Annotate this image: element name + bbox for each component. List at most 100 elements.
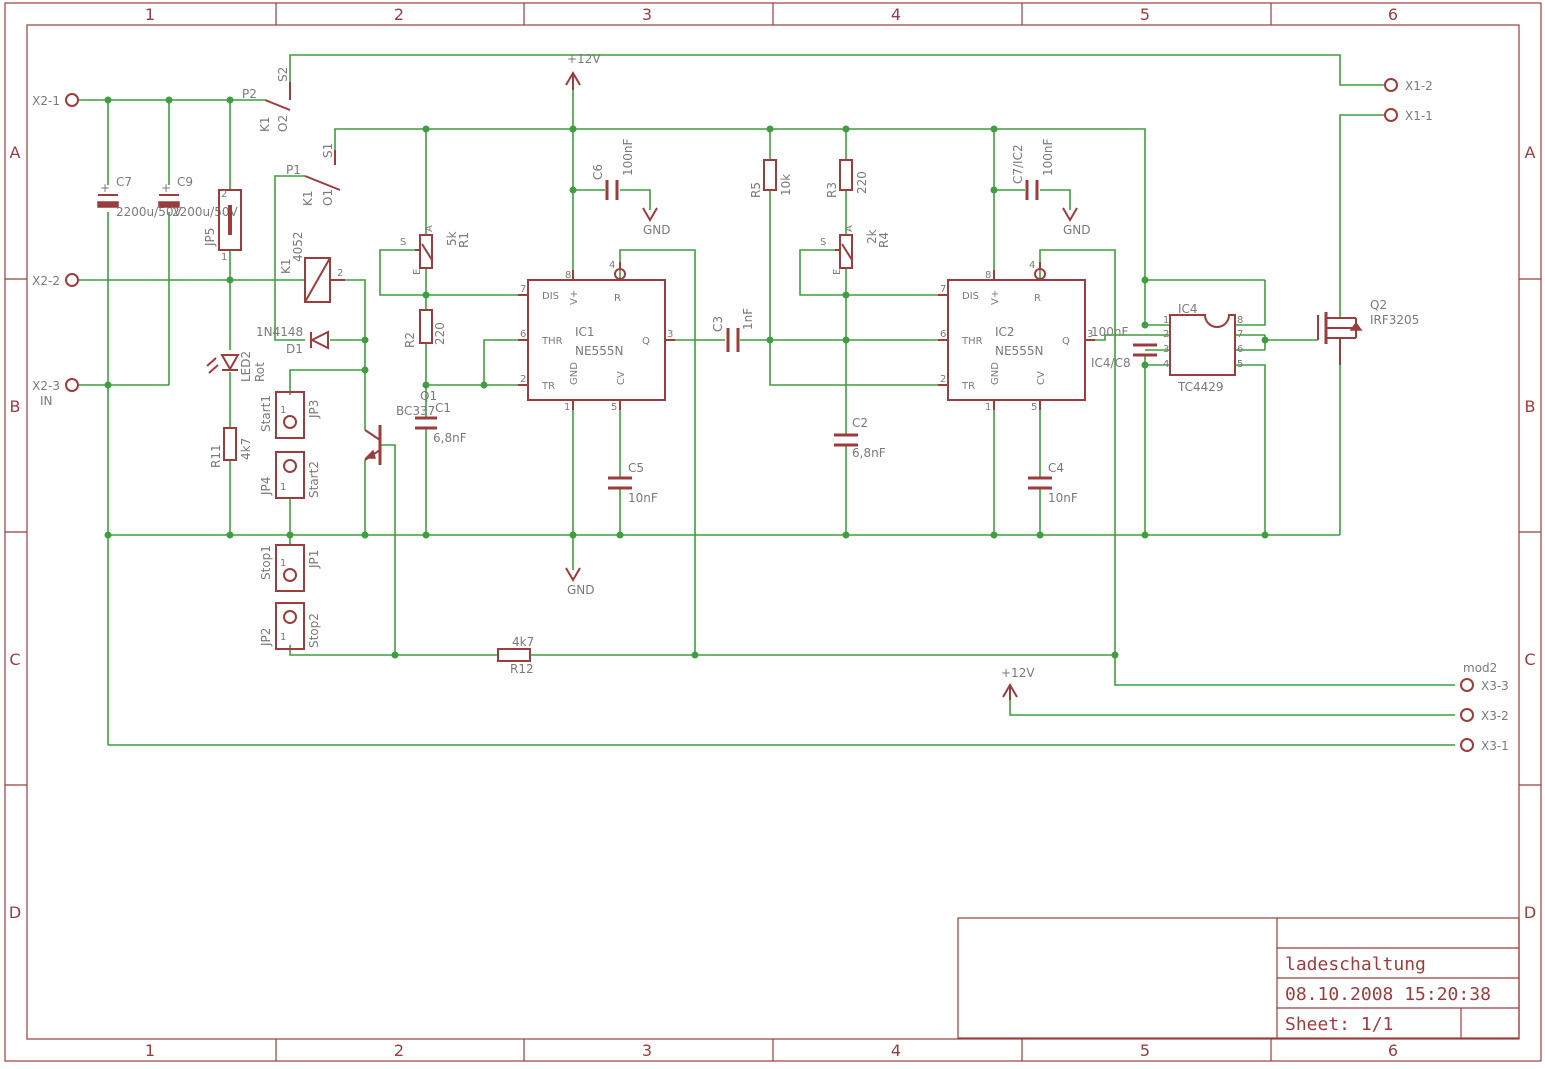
svg-text:+12V: +12V bbox=[567, 52, 601, 66]
svg-text:GND: GND bbox=[990, 362, 1001, 385]
capacitor-c5: C5 10nF bbox=[608, 461, 658, 505]
svg-text:1: 1 bbox=[280, 558, 286, 569]
svg-text:C7: C7 bbox=[116, 175, 132, 189]
capacitor-c7: + C7 2200u/50V bbox=[97, 175, 182, 219]
mod2-label: mod2 bbox=[1463, 661, 1497, 675]
svg-text:2: 2 bbox=[221, 189, 227, 200]
row-label-a: A bbox=[10, 143, 21, 162]
svg-text:X2-1: X2-1 bbox=[32, 94, 60, 108]
svg-text:NE555N: NE555N bbox=[995, 344, 1043, 358]
svg-text:6,8nF: 6,8nF bbox=[852, 446, 886, 460]
in-label: IN bbox=[40, 394, 53, 408]
connector-x3-2[interactable]: X3-2 bbox=[1460, 708, 1509, 723]
svg-text:100nF: 100nF bbox=[1041, 138, 1055, 176]
column-label-6: 6 bbox=[1388, 5, 1398, 24]
relay-coil-k1: K1 4052 2 bbox=[279, 231, 345, 303]
svg-text:S2: S2 bbox=[276, 67, 290, 82]
gnd-c6: GND bbox=[642, 207, 671, 237]
svg-text:8: 8 bbox=[1237, 315, 1243, 326]
svg-text:4k7: 4k7 bbox=[512, 635, 534, 649]
jumper-jp4[interactable]: 1 JP4 Start2 bbox=[259, 451, 321, 499]
relay-switch-s1: P1 S1 O1 K1 bbox=[286, 143, 341, 206]
svg-text:5k: 5k bbox=[445, 231, 459, 246]
column-label-4: 4 bbox=[891, 5, 901, 24]
svg-text:7: 7 bbox=[940, 284, 946, 295]
connector-x2-3[interactable]: X2-3 IN bbox=[32, 378, 79, 408]
svg-text:220: 220 bbox=[433, 322, 447, 345]
connector-x1-2[interactable]: X1-2 bbox=[1384, 78, 1433, 93]
svg-text:X2-2: X2-2 bbox=[32, 274, 60, 288]
svg-text:Start2: Start2 bbox=[307, 461, 321, 498]
svg-text:+: + bbox=[161, 181, 171, 195]
svg-text:E: E bbox=[412, 269, 423, 275]
svg-text:X1-2: X1-2 bbox=[1405, 79, 1433, 93]
title-block-sheet: Sheet: 1/1 bbox=[1285, 1014, 1393, 1035]
svg-text:+12V: +12V bbox=[1001, 666, 1035, 680]
svg-text:3: 3 bbox=[1087, 329, 1093, 340]
drawing-frame bbox=[4, 2, 1542, 1062]
svg-text:2: 2 bbox=[337, 268, 343, 279]
svg-text:7: 7 bbox=[520, 284, 526, 295]
svg-text:JP4: JP4 bbox=[259, 477, 273, 496]
column-label-5: 5 bbox=[1140, 5, 1150, 24]
svg-text:JP2: JP2 bbox=[259, 628, 273, 647]
column-label-5-bottom: 5 bbox=[1140, 1041, 1150, 1060]
connector-x2-1[interactable]: X2-1 bbox=[32, 93, 79, 108]
svg-text:CV: CV bbox=[1036, 371, 1047, 385]
svg-text:IRF3205: IRF3205 bbox=[1370, 313, 1419, 327]
jumper-jp1[interactable]: 1 Stop1 JP1 bbox=[259, 544, 321, 592]
row-label-a-right: A bbox=[1525, 143, 1536, 162]
svg-text:S: S bbox=[820, 237, 826, 248]
resistor-r5: R5 10k bbox=[749, 159, 793, 198]
svg-text:THR: THR bbox=[961, 336, 983, 347]
row-label-c-right: C bbox=[1524, 650, 1535, 669]
svg-text:1N4148: 1N4148 bbox=[256, 325, 303, 339]
connector-x3-1[interactable]: X3-1 bbox=[1460, 738, 1509, 753]
svg-text:P1: P1 bbox=[286, 163, 301, 177]
mosfet-q2: Q2 IRF3205 bbox=[1317, 298, 1419, 365]
jumper-jp3[interactable]: 1 Start1 JP3 bbox=[259, 391, 321, 439]
connector-x1-1[interactable]: X1-1 bbox=[1384, 108, 1433, 123]
svg-text:1: 1 bbox=[280, 405, 286, 416]
capacitor-c1: C1 6,8nF bbox=[415, 401, 467, 445]
connector-x2-2[interactable]: X2-2 bbox=[32, 273, 79, 288]
svg-text:5: 5 bbox=[1237, 359, 1243, 370]
svg-text:1: 1 bbox=[985, 402, 991, 413]
svg-text:1: 1 bbox=[564, 402, 570, 413]
jumper-jp5[interactable]: 2 1 JP5 bbox=[203, 189, 242, 263]
svg-text:A: A bbox=[424, 225, 435, 232]
svg-text:NE555N: NE555N bbox=[575, 344, 623, 358]
svg-text:5: 5 bbox=[1031, 402, 1037, 413]
svg-text:3: 3 bbox=[1163, 344, 1169, 355]
capacitor-c4: C4 10nF bbox=[1028, 461, 1078, 505]
timer-ic1: DIS V+ R THR TR GND CV Q IC1 NE555N 8 4 … bbox=[518, 260, 675, 413]
svg-text:Q: Q bbox=[642, 336, 650, 347]
svg-text:TC4429: TC4429 bbox=[1177, 380, 1224, 394]
resistor-r3: R3 220 bbox=[825, 159, 869, 198]
connector-x3-3[interactable]: X3-3 mod2 bbox=[1460, 661, 1509, 693]
jumper-jp2[interactable]: 1 JP2 Stop2 bbox=[259, 602, 321, 650]
svg-text:220: 220 bbox=[855, 171, 869, 194]
svg-text:R12: R12 bbox=[510, 662, 534, 676]
svg-text:2: 2 bbox=[1163, 329, 1169, 340]
row-labels: A B C D A B C D bbox=[9, 143, 1536, 922]
svg-text:10k: 10k bbox=[779, 174, 793, 196]
junction-dots bbox=[104, 96, 1269, 659]
capacitor-c9: + C9 2200u/50V bbox=[158, 175, 238, 219]
svg-text:JP5: JP5 bbox=[203, 228, 217, 247]
svg-text:10nF: 10nF bbox=[1048, 491, 1078, 505]
gnd-c7ic2: GND bbox=[1062, 207, 1091, 237]
svg-text:V+: V+ bbox=[569, 290, 580, 305]
svg-text:6: 6 bbox=[520, 329, 526, 340]
svg-text:Rot: Rot bbox=[253, 362, 267, 382]
svg-text:Q: Q bbox=[1062, 336, 1070, 347]
svg-text:TR: TR bbox=[961, 381, 975, 392]
svg-text:1: 1 bbox=[1163, 315, 1169, 326]
svg-text:S: S bbox=[400, 237, 406, 248]
svg-text:C2: C2 bbox=[852, 416, 868, 430]
svg-text:DIS: DIS bbox=[962, 291, 979, 302]
svg-text:C3: C3 bbox=[711, 316, 725, 332]
transistor-q1: Q1 BC337 bbox=[364, 389, 437, 465]
svg-text:TR: TR bbox=[541, 381, 555, 392]
svg-text:7: 7 bbox=[1237, 329, 1243, 340]
